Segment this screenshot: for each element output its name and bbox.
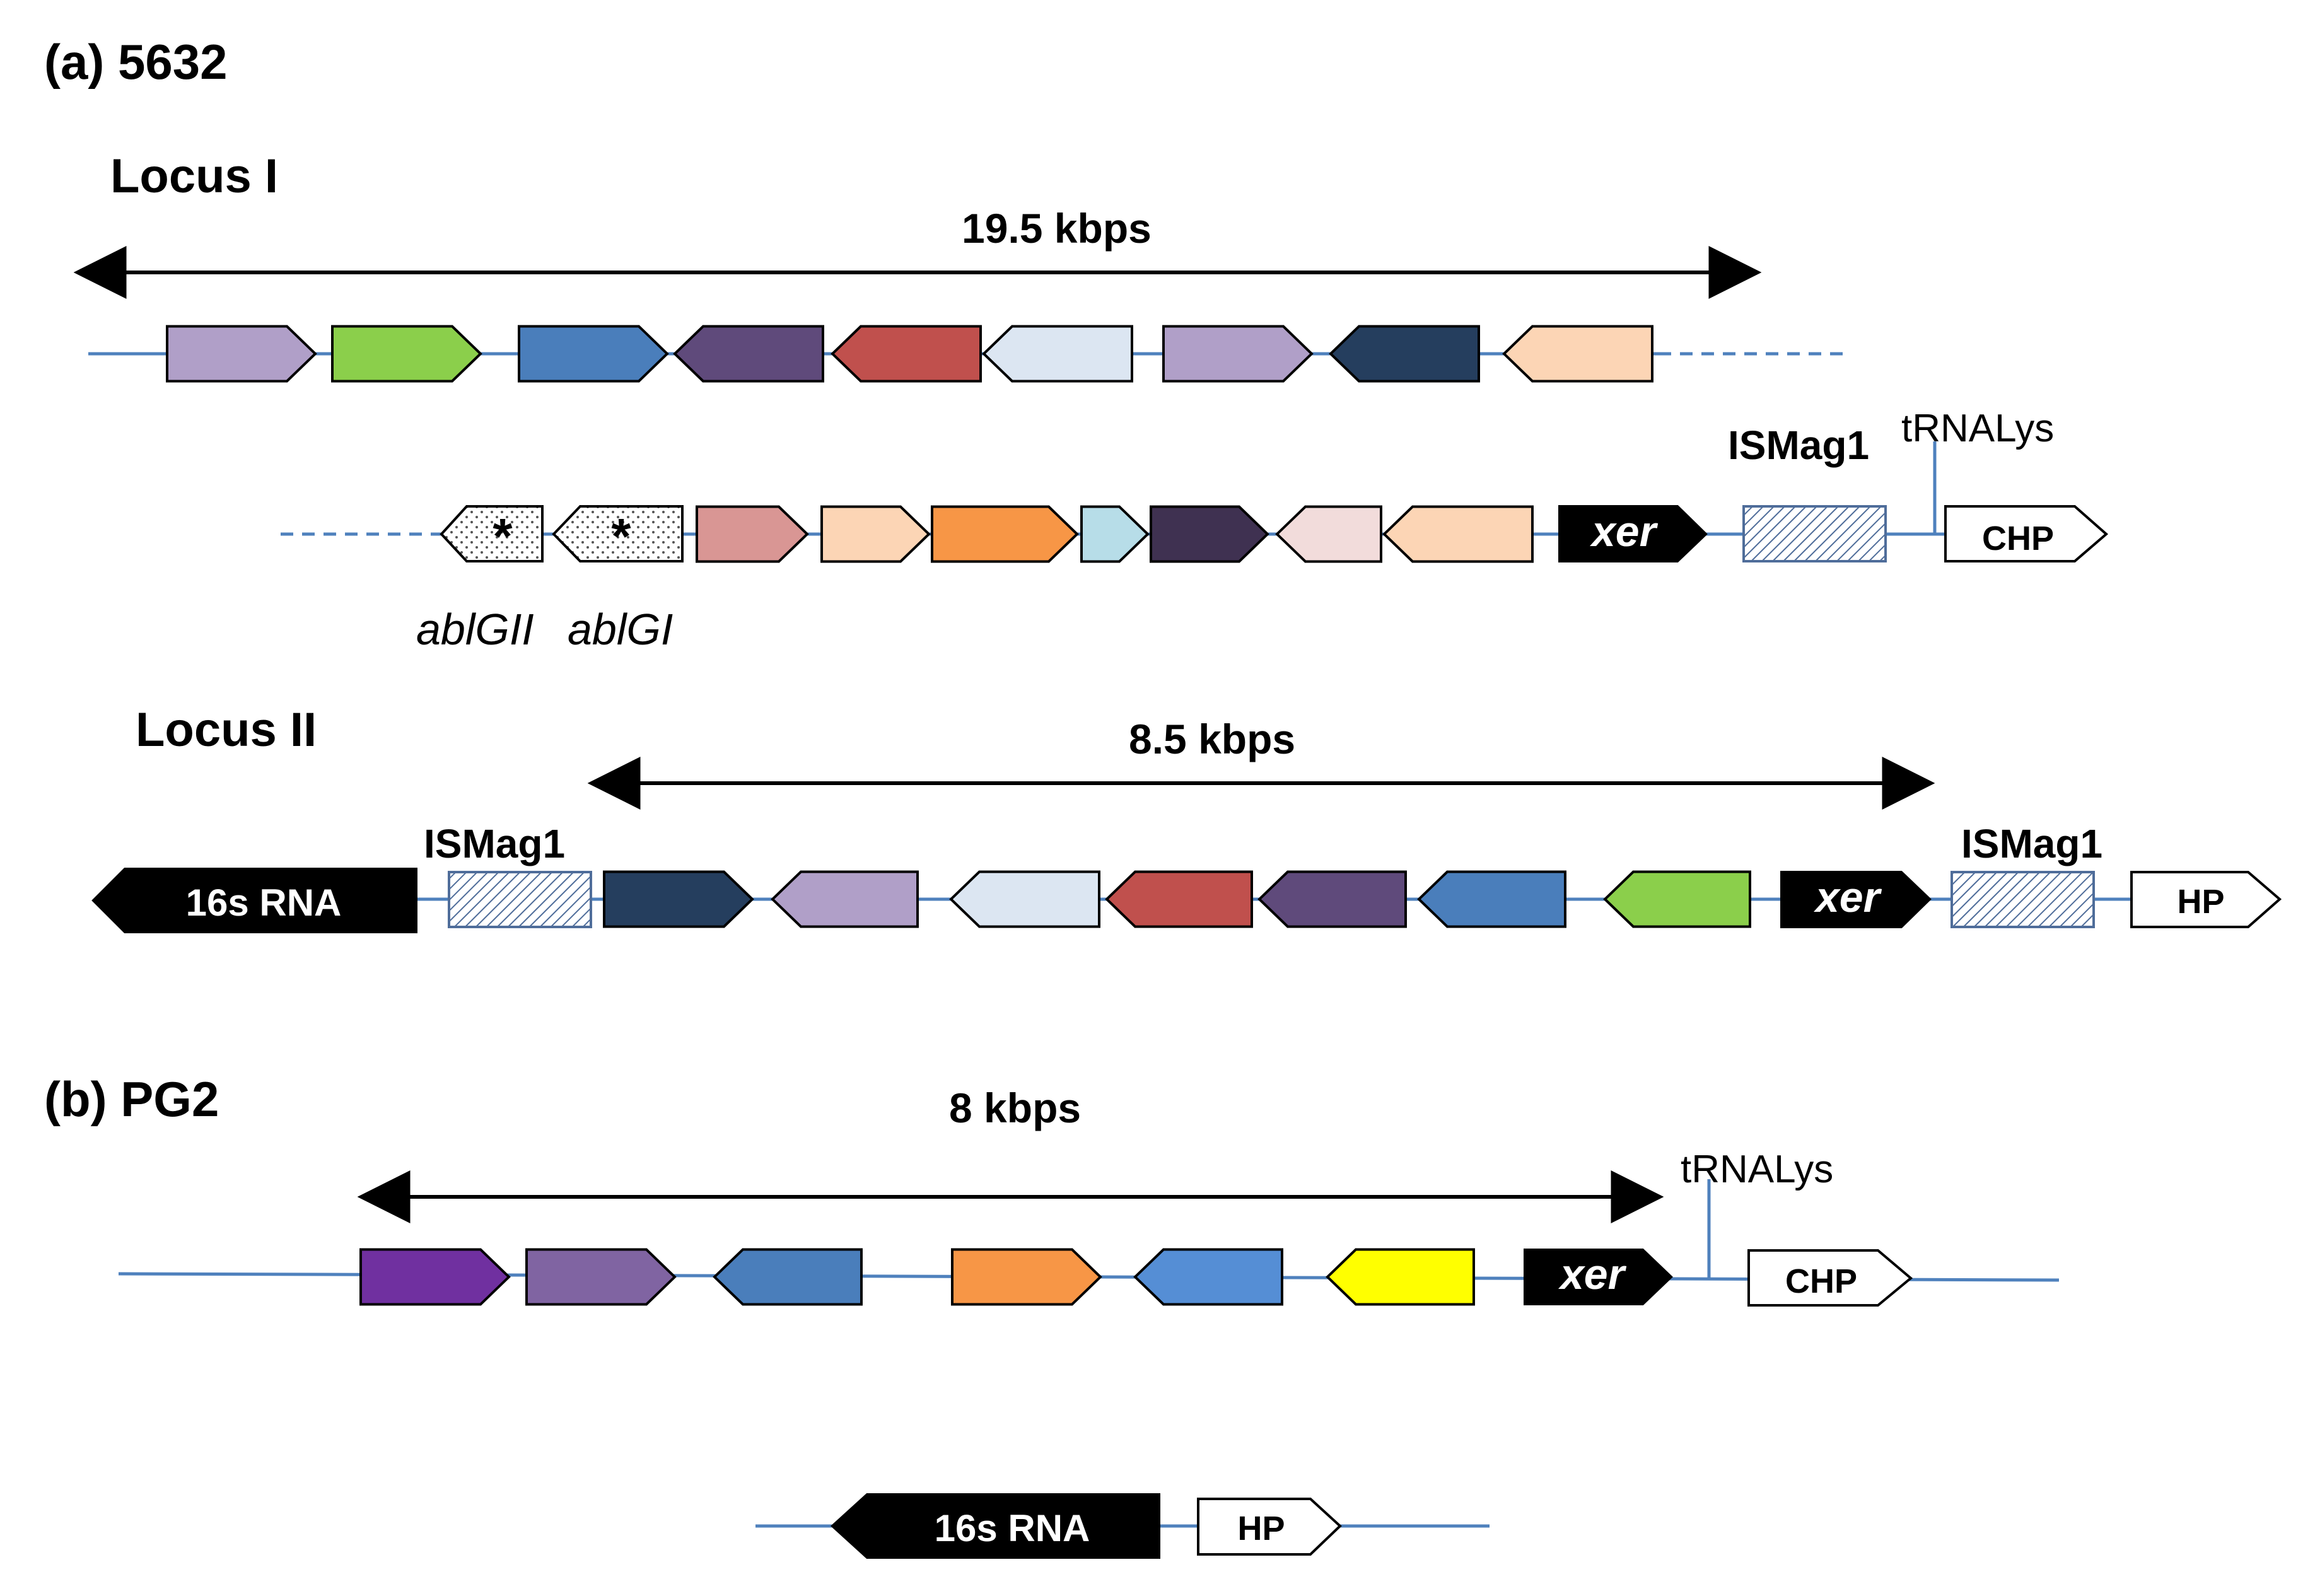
gene-1 xyxy=(166,325,317,383)
trna-label: tRNALys xyxy=(1681,1148,1833,1191)
ismag1-element-left xyxy=(448,871,592,928)
ablgi-label: ablGI xyxy=(568,605,673,654)
hp-label: HP xyxy=(1237,1510,1285,1547)
gene-19 xyxy=(949,870,1100,928)
gene-21 xyxy=(1257,870,1407,928)
gene-6 xyxy=(982,325,1133,383)
ismag1-left-label: ISMag1 xyxy=(424,821,565,866)
gene-23 xyxy=(1603,870,1751,928)
chp-label: CHP xyxy=(1982,520,2054,557)
panel-b-rna-row: 16s RNA HP xyxy=(755,1493,1490,1559)
gene-29 xyxy=(1326,1248,1475,1306)
xer-gene xyxy=(1780,871,1932,928)
gene-18 xyxy=(771,870,919,928)
panel-b-label: (b) PG2 xyxy=(44,1071,219,1127)
gene-15 xyxy=(1275,505,1382,563)
locus-2-span-label: 8.5 kbps xyxy=(1129,716,1295,762)
xer-gene xyxy=(1558,505,1708,562)
gene-8 xyxy=(1329,325,1480,383)
gene-7 xyxy=(1162,325,1314,383)
xer-gene xyxy=(1524,1249,1673,1305)
rna-16s-gene xyxy=(91,868,417,933)
gene-14 xyxy=(1150,505,1269,563)
gene-26 xyxy=(713,1248,863,1306)
gene-24 xyxy=(359,1248,511,1306)
gene-11 xyxy=(820,505,931,563)
hp-label: HP xyxy=(2177,883,2224,921)
chp-gene xyxy=(1747,1249,1913,1307)
gene-3 xyxy=(518,325,669,383)
chp-gene xyxy=(1944,505,2109,562)
gene-28 xyxy=(1133,1248,1283,1306)
gene-17 xyxy=(603,870,754,928)
locus-1-row-1 xyxy=(88,325,1845,383)
ablgii-star: * xyxy=(493,508,513,564)
gene-4 xyxy=(673,325,824,383)
ablgii-gene xyxy=(440,505,544,562)
hp-gene xyxy=(1197,1498,1342,1556)
gene-20 xyxy=(1105,870,1253,928)
xer-label: xer xyxy=(1814,873,1882,921)
ablgii-label: ablGII xyxy=(416,605,534,654)
panel-b-span-label: 8 kbps xyxy=(949,1085,1081,1131)
ismag1-element xyxy=(1742,505,1887,562)
chp-label: CHP xyxy=(1785,1262,1857,1300)
locus-1-row-2: * * xer ISMag1 tRNALys CHP xyxy=(281,407,2109,564)
hp-gene xyxy=(2130,871,2282,928)
ismag1-label: ISMag1 xyxy=(1728,422,1869,468)
locus-2-row: 16s RNA ISMag1 xer ISMag1 HP xyxy=(91,821,2282,933)
rna-16s-label: 16s RNA xyxy=(186,882,342,924)
gene-9 xyxy=(1502,325,1653,383)
panel-b-row: xer tRNALys CHP xyxy=(118,1148,2060,1307)
panel-a-label: (a) 5632 xyxy=(44,34,228,90)
gene-16 xyxy=(1382,505,1534,563)
gene-25 xyxy=(525,1248,677,1306)
ablgi-star: * xyxy=(611,508,631,564)
ismag1-element-right xyxy=(1951,871,2095,928)
gene-13 xyxy=(1080,505,1150,563)
gene-2 xyxy=(331,325,482,383)
gene-10 xyxy=(696,505,809,563)
gene-27 xyxy=(951,1248,1102,1306)
gene-5 xyxy=(831,325,982,383)
locus-1-title: Locus I xyxy=(110,149,278,203)
gene-12 xyxy=(931,505,1079,563)
trna-label: tRNALys xyxy=(1901,407,2054,450)
ablgi-gene xyxy=(552,505,684,562)
xer-label: xer xyxy=(1558,1250,1627,1298)
rna-16s-label: 16s RNA xyxy=(935,1507,1090,1549)
rna-16s-gene xyxy=(831,1493,1160,1559)
ismag1-right-label: ISMag1 xyxy=(1961,821,2102,866)
locus-2-title: Locus II xyxy=(136,703,317,757)
locus-1-span-label: 19.5 kbps xyxy=(962,205,1152,252)
gene-22 xyxy=(1417,870,1566,928)
xer-label: xer xyxy=(1590,508,1659,556)
